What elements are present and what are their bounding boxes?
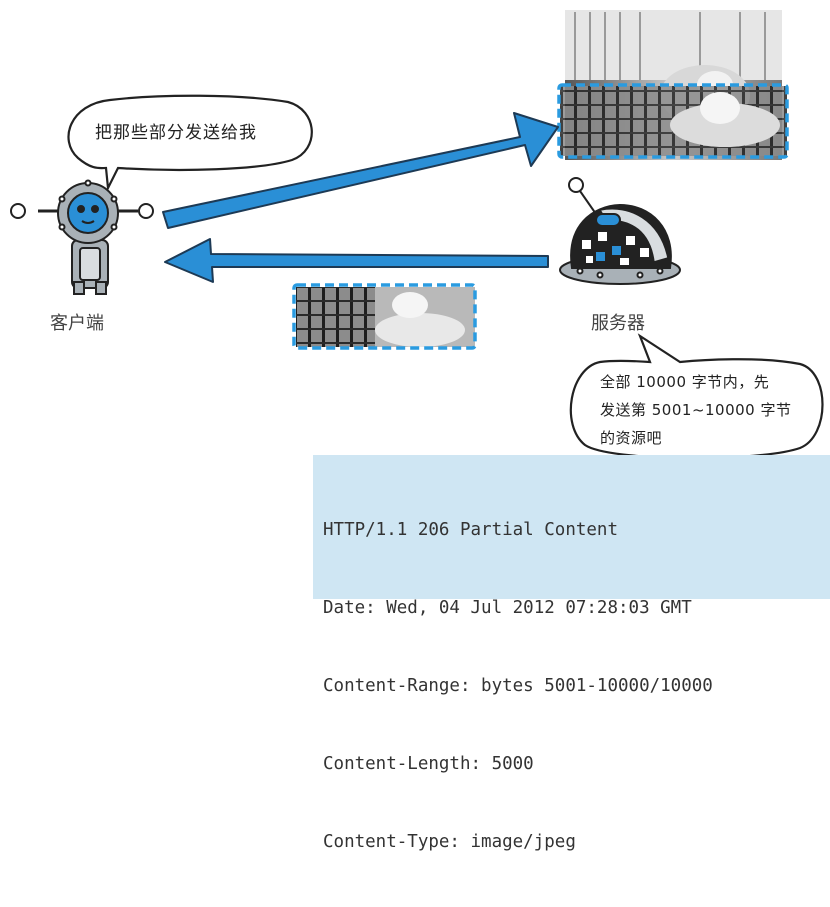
diagram-canvas xyxy=(10,10,824,460)
server-speech-line: 发送第 5001~10000 字节 xyxy=(600,401,792,419)
server-robot-icon xyxy=(559,177,681,285)
partial-image xyxy=(296,287,475,347)
server-speech-bubble xyxy=(569,333,824,460)
client-speech-bubble xyxy=(67,94,313,192)
http-status-line: HTTP/1.1 206 Partial Content xyxy=(323,520,619,540)
server-speech-text: 全部 10000 字节内，先 发送第 5001~10000 字节 的资源吧 xyxy=(600,368,810,452)
client-label: 客户端 xyxy=(50,313,104,334)
full-image xyxy=(560,10,787,160)
response-arrow xyxy=(164,238,549,283)
requested-range-frame xyxy=(557,83,789,159)
http-header-line: Content-Length: 5000 xyxy=(323,754,534,774)
http-response-headers: HTTP/1.1 206 Partial Content Date: Wed, … xyxy=(323,465,713,907)
partial-content-frame xyxy=(292,283,477,350)
server-speech-line: 全部 10000 字节内，先 xyxy=(600,373,770,391)
request-arrow xyxy=(162,112,559,229)
http-response-box: HTTP/1.1 206 Partial Content Date: Wed, … xyxy=(313,455,830,852)
client-robot-icon xyxy=(10,179,154,295)
http-header-line: Content-Type: image/jpeg xyxy=(323,832,576,852)
server-speech-line: 的资源吧 xyxy=(600,429,663,447)
server-label: 服务器 xyxy=(591,313,645,334)
client-speech-text: 把那些部分发送给我 xyxy=(95,123,257,143)
http-header-line: Content-Range: bytes 5001-10000/10000 xyxy=(323,676,713,696)
